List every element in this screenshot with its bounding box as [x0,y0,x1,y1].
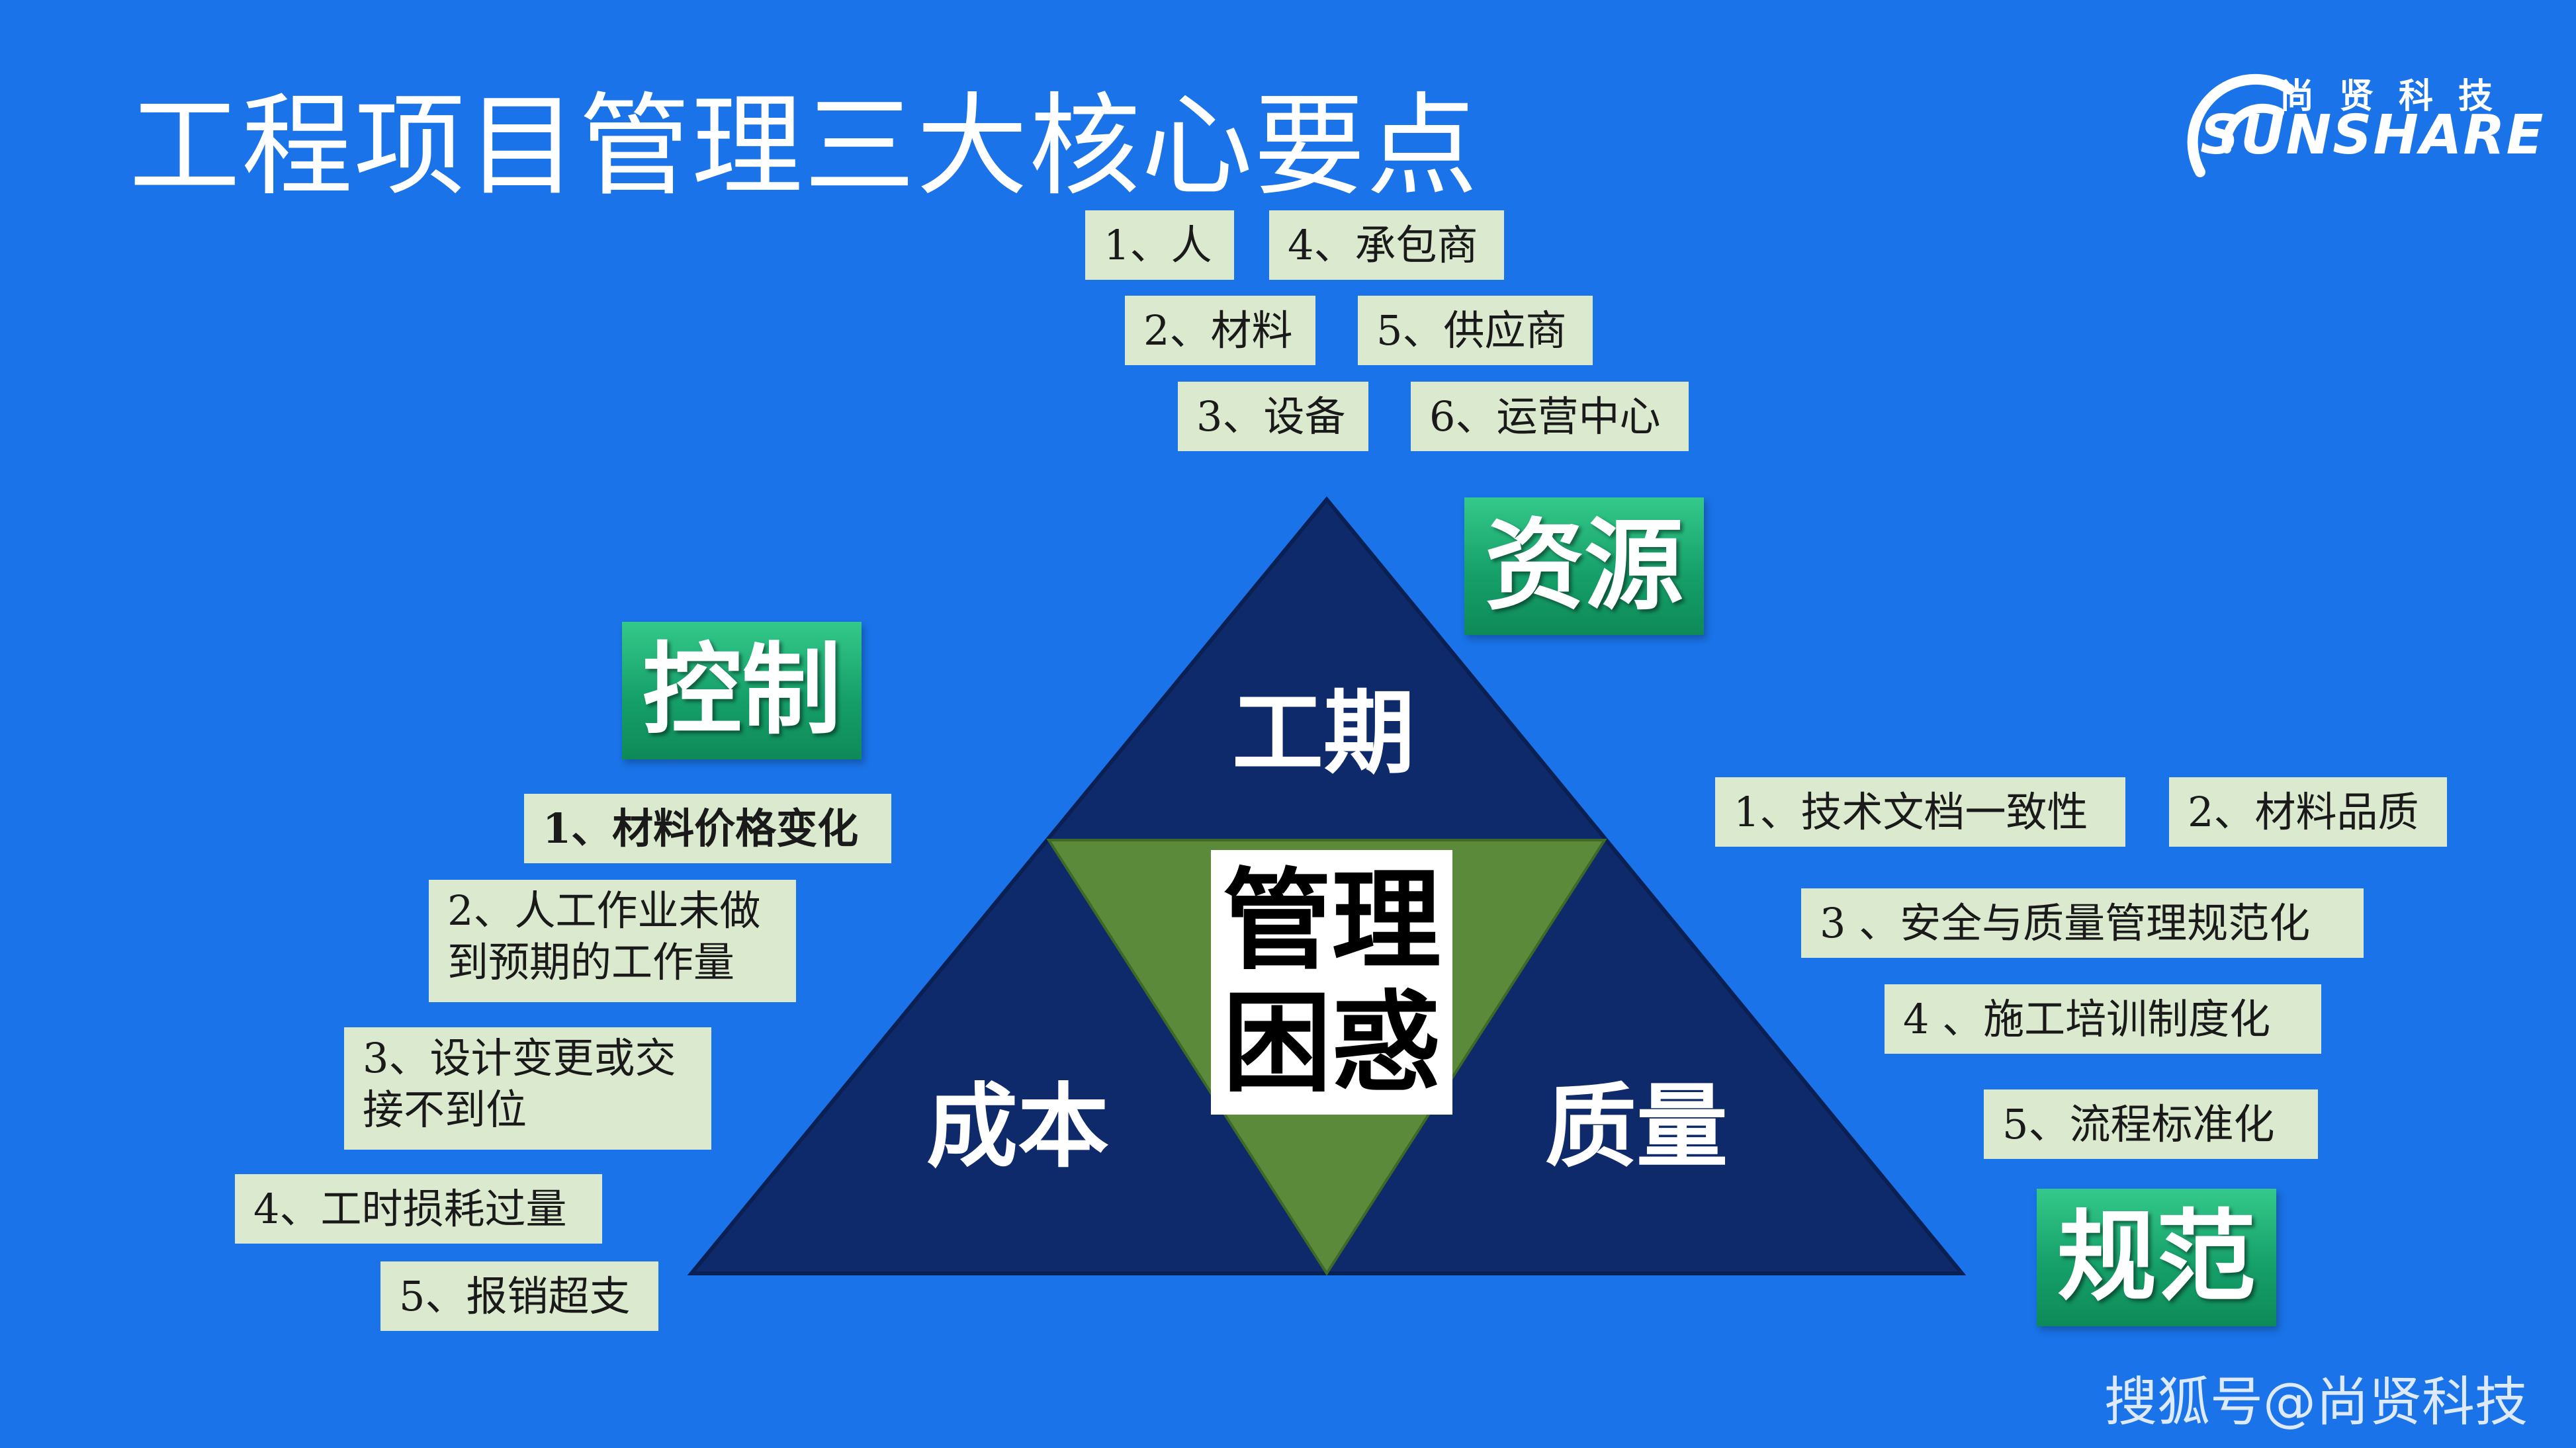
standard-label: 规范 [2037,1189,2276,1326]
logo-english-text: SUNSHARE [2200,104,2545,167]
resource-item: 5、供应商 [1358,296,1593,365]
standard-item: 5、流程标准化 [1984,1089,2318,1159]
page-title: 工程项目管理三大核心要点 [129,81,1479,211]
standard-item: 3 、安全与质量管理规范化 [1801,888,2364,958]
resource-item: 1、人 [1085,210,1234,280]
resource-item: 4、承包商 [1269,210,1504,280]
control-item: 3、设计变更或交接不到位 [344,1027,711,1150]
center-label-line2: 困惑 [1222,980,1441,1107]
logo-arc-icon [2187,73,2295,177]
center-label-line1: 管理 [1222,857,1441,985]
resource-item: 2、材料 [1125,296,1315,365]
watermark-text: 搜狐号@尚贤科技 [2104,1371,2528,1433]
standard-item: 2、材料品质 [2169,777,2447,847]
resource-item: 6、运营中心 [1411,382,1689,451]
control-item: 1、材料价格变化 [524,794,891,863]
resource-item: 3、设备 [1178,382,1368,451]
sunshare-logo: 尚贤科技 SUNSHARE [2164,63,2544,179]
standard-item: 1、技术文档一致性 [1715,777,2125,847]
triangle-top-label: 工期 [1232,680,1415,787]
logo-chinese-text: 尚贤科技 [2280,77,2518,116]
resources-label: 资源 [1464,497,1704,635]
standard-item: 4 、施工培训制度化 [1885,984,2321,1054]
triangle-left-label: 成本 [926,1074,1110,1180]
control-label: 控制 [622,622,862,759]
triangle-right-label: 质量 [1545,1074,1728,1180]
control-item: 4、工时损耗过量 [235,1174,602,1244]
control-item: 5、报销超支 [380,1261,658,1331]
control-item: 2、人工作业未做到预期的工作量 [429,880,796,1002]
center-label-box: 管理 困惑 [1211,850,1452,1115]
